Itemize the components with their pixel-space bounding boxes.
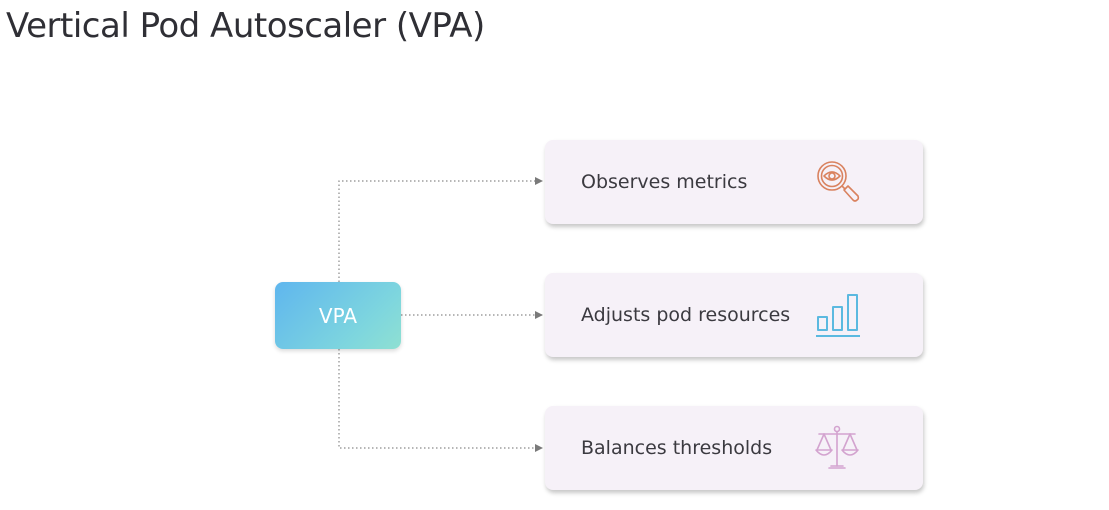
vpa-node-label: VPA bbox=[318, 303, 358, 328]
magnifier-eye-icon bbox=[811, 156, 863, 208]
page-title: Vertical Pod Autoscaler (VPA) bbox=[6, 6, 485, 46]
bar-chart-icon bbox=[811, 289, 863, 341]
card-adjusts-pod-resources: Adjusts pod resources bbox=[545, 273, 923, 357]
card-label: Observes metrics bbox=[581, 171, 748, 193]
balance-scale-icon bbox=[811, 422, 863, 474]
card-label: Balances thresholds bbox=[581, 437, 773, 459]
card-observes-metrics: Observes metrics bbox=[545, 140, 923, 224]
card-balances-thresholds: Balances thresholds bbox=[545, 406, 923, 490]
connector-bottom bbox=[338, 349, 543, 452]
connector-top bbox=[338, 177, 543, 282]
card-label: Adjusts pod resources bbox=[581, 304, 791, 326]
vpa-node: VPA bbox=[275, 282, 401, 349]
